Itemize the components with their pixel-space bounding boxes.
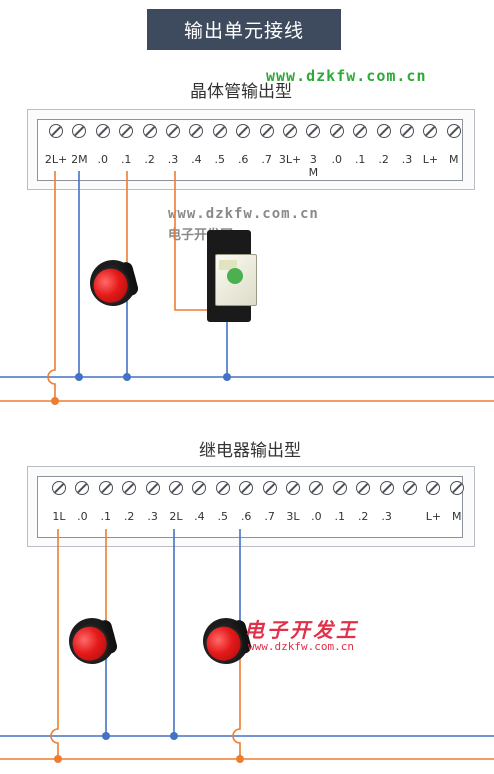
- relay-label-window: [219, 260, 237, 270]
- wire-lamp4-return: [232, 658, 241, 759]
- watermark-red-url: www.dzkfw.com.cn: [248, 640, 354, 653]
- relay-terminal-strip: 1L .0 .1 .2 .3 2L .4 .5 .6 .7 3L .0 .1 .2 .3 L+ M: [37, 476, 464, 538]
- junction-1l: [54, 755, 62, 763]
- terminal-screw: [236, 124, 251, 138]
- junction-lamp3: [102, 732, 110, 740]
- terminal-label: .3: [381, 510, 392, 523]
- terminal-screw: [95, 124, 110, 138]
- relay-terminal-panel: 1L .0 .1 .2 .3 2L .4 .5 .6 .7 3L .0 .1 .2 .3 L+ M: [27, 466, 475, 547]
- terminal-screw: [259, 124, 274, 138]
- terminal-label: .6: [240, 510, 252, 523]
- terminal-label: .0: [97, 153, 109, 166]
- terminal-label: .0: [331, 153, 343, 166]
- terminal-screw: [283, 124, 297, 138]
- terminal-screw: [239, 481, 254, 495]
- terminal-screw: [353, 124, 368, 138]
- watermark-top-url: www.dzkfw.com.cn: [266, 67, 427, 85]
- terminal-screw: [379, 481, 394, 495]
- terminal-label: M: [452, 510, 462, 523]
- junction-lamp4: [236, 755, 244, 763]
- terminal-label: L+: [422, 153, 439, 166]
- terminal-screw: [403, 481, 417, 495]
- terminal-label: .6: [237, 153, 249, 166]
- watermark-mid-url: www.dzkfw.com.cn: [168, 206, 319, 222]
- terminal-label: .4: [191, 153, 202, 166]
- junction-lamp1: [123, 373, 131, 381]
- terminal-label: 2L+: [44, 153, 68, 166]
- terminal-label: .1: [354, 153, 366, 166]
- terminal-label: .4: [194, 510, 205, 523]
- terminal-label: .1: [120, 153, 132, 166]
- terminal-label: 2L: [169, 510, 183, 523]
- terminal-label: .3: [147, 510, 158, 523]
- terminal-screw: [449, 481, 464, 495]
- terminal-screw: [52, 481, 66, 495]
- terminal-screw: [119, 124, 134, 138]
- terminal-screw: [215, 481, 230, 495]
- wire-q03: [174, 171, 213, 311]
- terminal-screw: [356, 481, 371, 495]
- terminal-screw: [189, 124, 204, 138]
- page-title: 输出单元接线: [147, 9, 341, 50]
- terminal-screw: [286, 481, 300, 495]
- terminal-screw: [426, 481, 441, 495]
- terminal-label: .3: [401, 153, 413, 166]
- terminal-label: 2M: [71, 153, 88, 166]
- terminal-screw: [75, 481, 90, 495]
- terminal-label: .1: [100, 510, 112, 523]
- watermark-red-cn: 电子开发王: [244, 618, 359, 642]
- terminal-screw: [49, 124, 63, 138]
- terminal-screw: [306, 124, 321, 138]
- terminal-label: .5: [214, 153, 226, 166]
- terminal-screw: [142, 124, 157, 138]
- terminal-screw: [72, 124, 87, 138]
- terminal-label: .5: [217, 510, 229, 523]
- terminal-label: .0: [311, 510, 322, 523]
- terminal-screw: [309, 481, 324, 495]
- terminal-label: .2: [378, 153, 389, 166]
- terminal-screw: [145, 481, 160, 495]
- terminal-label: M: [449, 153, 459, 166]
- terminal-label: .2: [123, 510, 135, 523]
- terminal-screw: [98, 481, 113, 495]
- terminal-screw: [329, 124, 344, 138]
- terminal-label: .2: [144, 153, 155, 166]
- terminal-label: L+: [425, 510, 442, 523]
- junction-relay: [223, 373, 231, 381]
- terminal-screw: [192, 481, 207, 495]
- junction-2l: [170, 732, 178, 740]
- terminal-screw: [262, 481, 277, 495]
- junction-2lplus: [51, 397, 59, 405]
- terminal-label: .7: [264, 510, 275, 523]
- relay-indicator: [227, 268, 243, 284]
- terminal-label: 1L: [52, 510, 66, 523]
- terminal-screw: [212, 124, 227, 138]
- terminal-label: .7: [261, 153, 272, 166]
- terminal-screw: [169, 481, 183, 495]
- terminal-screw: [376, 124, 391, 138]
- terminal-label: .3: [167, 153, 179, 166]
- terminal-screw: [166, 124, 180, 138]
- terminal-screw: [423, 124, 438, 138]
- terminal-screw: [400, 124, 414, 138]
- terminal-label: .2: [357, 510, 369, 523]
- terminal-label: 3L: [286, 510, 300, 523]
- terminal-screw: [122, 481, 137, 495]
- transistor-section-heading: 晶体管输出型: [190, 82, 292, 102]
- terminal-screw: [446, 124, 461, 138]
- terminal-label: 3L+: [278, 153, 302, 166]
- relay-icon: [203, 230, 259, 326]
- terminal-screw: [332, 481, 347, 495]
- junction-2m: [75, 373, 83, 381]
- wire-1l: [50, 529, 59, 759]
- terminal-label: .0: [77, 510, 88, 523]
- relay-section-heading: 继电器输出型: [199, 441, 301, 461]
- wire-2lplus: [47, 171, 56, 401]
- terminal-label: .1: [334, 510, 346, 523]
